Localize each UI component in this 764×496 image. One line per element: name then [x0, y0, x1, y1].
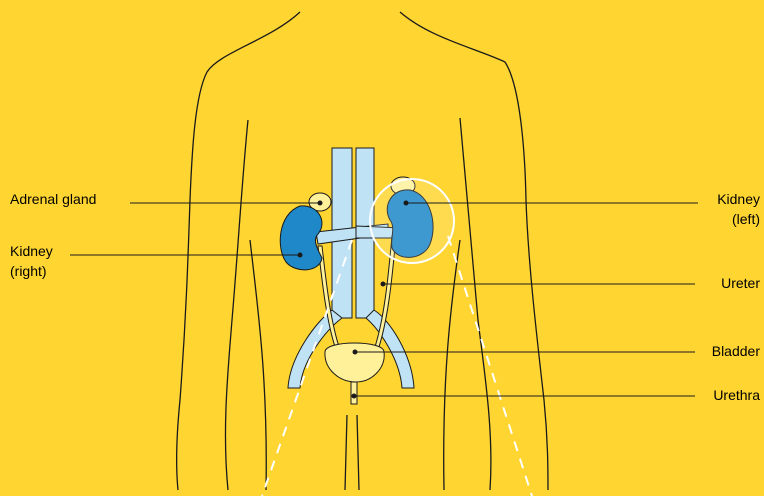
label-urethra: Urethra: [713, 386, 760, 404]
label-bladder: Bladder: [712, 342, 760, 360]
kidney-right-shape: [280, 206, 322, 270]
label-kidney-right-line2: (right): [10, 262, 47, 280]
label-kidney-left-line1: Kidney: [717, 190, 760, 208]
bladder-shape: [325, 343, 384, 382]
label-adrenal-gland: Adrenal gland: [10, 190, 96, 208]
label-ureter: Ureter: [721, 274, 760, 292]
kidney-left-highlight-circle: [370, 179, 454, 263]
label-kidney-right-line1: Kidney: [10, 242, 53, 260]
urethra-shape: [351, 382, 357, 404]
label-kidney-left-line2: (left): [732, 210, 760, 228]
zoom-guide-line-right: [448, 236, 532, 496]
